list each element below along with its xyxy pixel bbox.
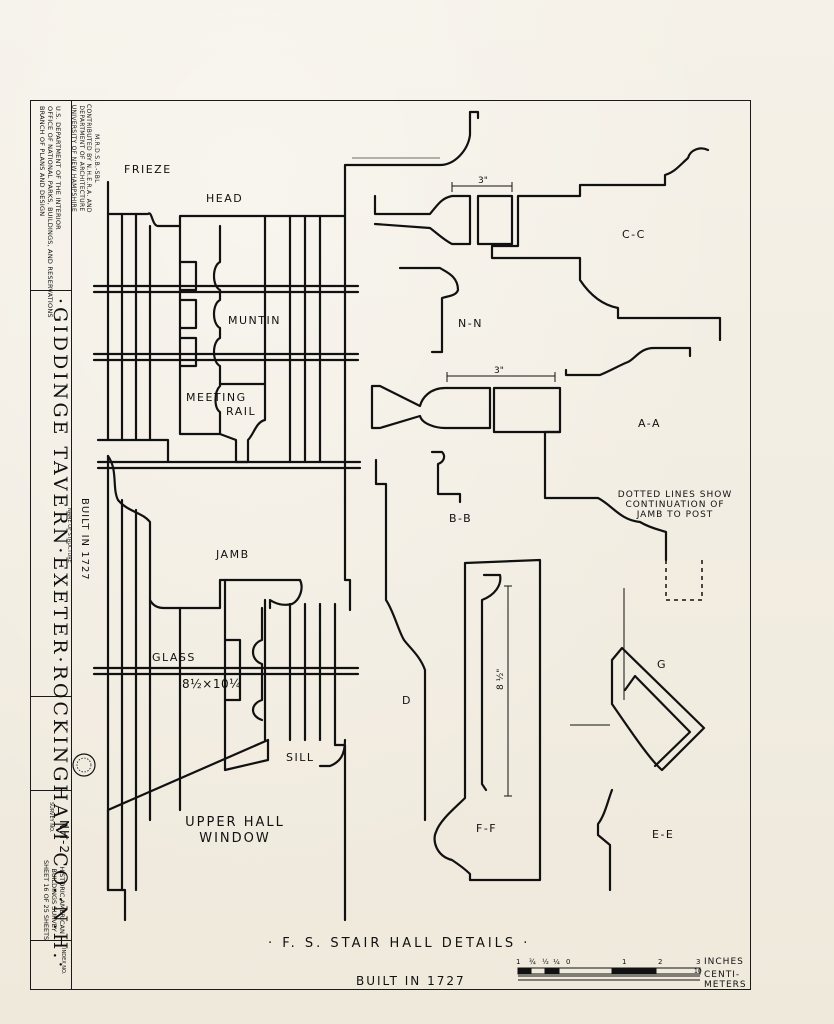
scale-cm-label: CENTI- METERS: [704, 970, 747, 990]
upper-window-frame: [106, 212, 152, 442]
profile-d: [374, 458, 427, 822]
label-glass: GLASS: [152, 651, 196, 664]
label-upper-hall-window: UPPER HALL WINDOW: [185, 815, 285, 846]
agency-block: U.S. DEPARTMENT OF THE INTERIOR OFFICE O…: [38, 106, 62, 318]
section-bb: [430, 450, 462, 504]
sill-profile: [106, 738, 347, 922]
label-muntin: MUNTIN: [228, 314, 281, 327]
label-jamb: JAMB: [216, 548, 250, 561]
section-ff: [433, 558, 542, 882]
dim-line-mid: [446, 372, 556, 382]
section-bar-1: [92, 284, 360, 294]
section-nn: [398, 266, 460, 354]
scale-cm-ticks: 0 5 10: [526, 968, 702, 975]
scale-inches-label: INCHES: [704, 957, 744, 967]
index-no: INDEX NO.: [60, 948, 66, 975]
section-bar-2: [92, 352, 360, 362]
habs-seal: [72, 753, 96, 777]
graphic-scale: [517, 967, 701, 981]
label-meeting: MEETING: [186, 391, 247, 404]
sheet-subtitle: BUILT IN 1727: [356, 974, 466, 988]
section-cc: [373, 194, 514, 246]
habs-sheet-block: HISTORIC AMERICAN BUILDINGS SURVEY SHEET…: [42, 860, 66, 941]
dotted-lines-note: DOTTED LINES SHOW CONTINUATION OF JAMB T…: [617, 490, 733, 520]
border-frame: [30, 100, 751, 990]
label-frieze: FRIEZE: [124, 163, 172, 176]
sheet-title: · F. S. STAIR HALL DETAILS ·: [268, 936, 531, 951]
label-rail: RAIL: [226, 405, 257, 418]
label-ee: E-E: [652, 828, 675, 841]
label-glass-size: 8½×10¼: [182, 677, 242, 691]
label-cc: C-C: [622, 228, 646, 241]
dotted-cc: [618, 317, 721, 340]
label-ff: F-F: [476, 822, 498, 835]
section-ee: [596, 788, 614, 892]
label-nn: N-N: [458, 317, 483, 330]
dim-8-half: 8 ½": [496, 668, 506, 690]
name-of-structure-caption: NAME OF STRUCTURE: [66, 508, 72, 563]
title-block: U.S. DEPARTMENT OF THE INTERIOR OFFICE O…: [30, 100, 72, 990]
survey-number: NH-2: [57, 820, 71, 854]
survey-no-caption: SURVEY NO.: [48, 802, 54, 833]
section-bar-4: [92, 666, 360, 676]
label-bb: B-B: [449, 512, 473, 525]
scale-inch-ticks: 1 ¾ ½ ¼ 0 1 2 3: [516, 958, 701, 966]
label-sill: SILL: [286, 751, 315, 764]
dim-line-ff: [504, 585, 512, 797]
label-g: G: [657, 658, 668, 671]
section-bar-3: [96, 460, 362, 470]
built-date-vertical: BUILT IN 1727: [79, 498, 90, 581]
label-head: HEAD: [206, 192, 244, 205]
label-aa: A-A: [638, 417, 662, 430]
dim-line-top: [451, 182, 513, 192]
contributor-block: M.R.D.S.B.-SBL CONTRIBUTED BY N.H.E.R.A.…: [70, 104, 101, 213]
label-d: D: [402, 694, 412, 707]
dim-3in-mid: 3": [494, 366, 504, 376]
dim-3in-top: 3": [478, 176, 488, 186]
detail-g: [610, 646, 706, 772]
dotted-jamb: [665, 560, 703, 601]
